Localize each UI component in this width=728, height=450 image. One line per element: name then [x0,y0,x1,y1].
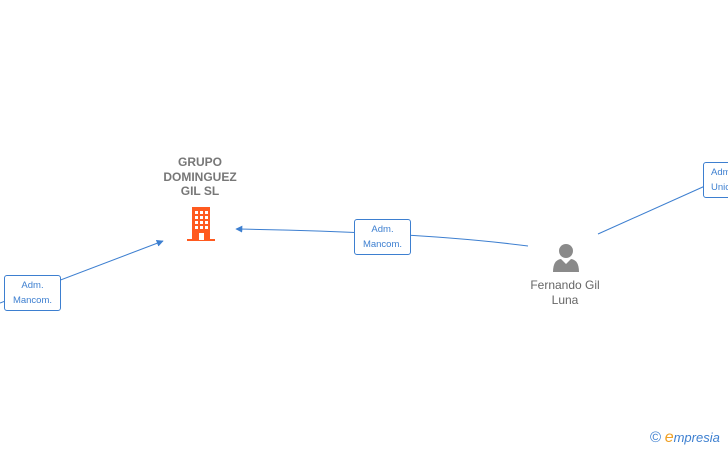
company-name-line: DOMINGUEZ [163,169,237,184]
edge-label-line: Mancom. [12,295,53,306]
copyright-icon: © [650,429,662,446]
person-icon[interactable] [550,242,582,274]
edge-label-left[interactable]: Adm. Mancom. [4,275,61,311]
brand-initial: e [664,429,674,446]
company-name[interactable]: GRUPO DOMINGUEZ GIL SL [150,155,250,199]
edge-label-line: Adm. [21,280,44,291]
edge-label-line: Adm. [371,224,394,235]
edge-label-line: Adm. [711,167,728,178]
brand-name: mpresia [673,430,720,445]
company-name-line: GIL SL [180,184,220,198]
person-name[interactable]: Fernando Gil Luna [515,278,615,307]
person-name-line: Fernando Gil [530,278,600,292]
person-name-line: Luna [551,292,579,307]
building-icon[interactable] [185,206,217,242]
edge-label-line: Mancom. [362,239,403,250]
edge-person-to-right [597,185,706,235]
edge-label-center[interactable]: Adm. Mancom. [354,219,411,255]
company-name-line: GRUPO [177,155,222,169]
edge-label-line: Unic [711,182,728,193]
edge-label-right[interactable]: Adm. Unic [703,162,728,198]
brand-logo[interactable]: © empresia [650,429,720,447]
